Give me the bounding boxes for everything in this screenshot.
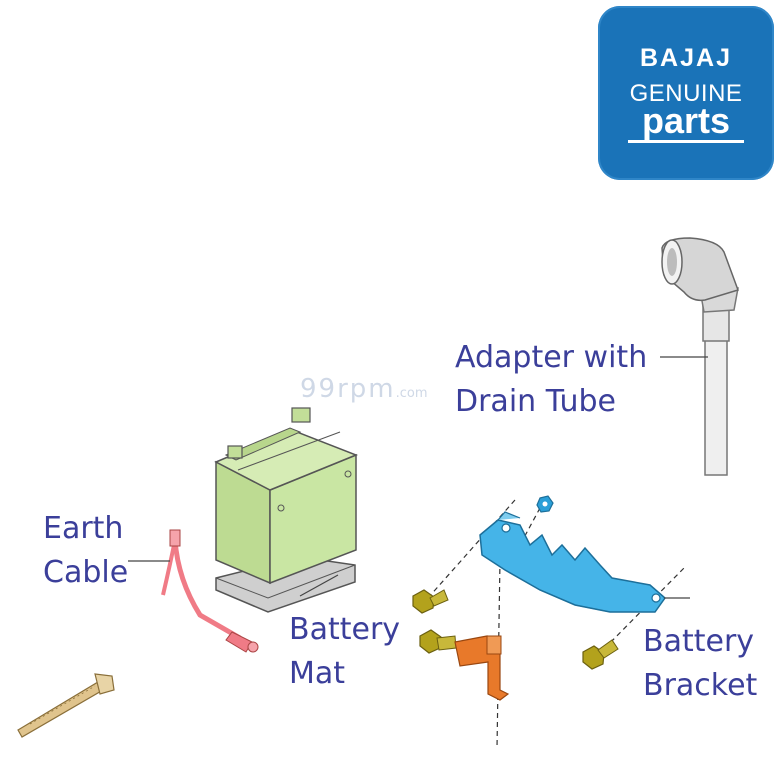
logo-parts-text: parts <box>641 100 731 141</box>
nut <box>536 495 554 513</box>
cable-tie <box>17 673 115 738</box>
label-battery-mat: Battery Mat <box>289 608 400 696</box>
label-adapter-drain-tube: Adapter with Drain Tube <box>455 336 647 424</box>
label-mat-line1: Battery <box>289 612 401 647</box>
logo-underline <box>628 140 744 143</box>
label-earth-cable: Earth Cable <box>43 507 128 595</box>
label-bracket-line2: Bracket <box>643 668 758 703</box>
logo-genuine-text: GENUINE <box>629 80 743 107</box>
label-mat-line2: Mat <box>289 656 346 691</box>
label-adapter-line2: Drain Tube <box>455 384 616 419</box>
battery-mat-leader-line <box>299 574 339 597</box>
bolt-right <box>582 639 619 670</box>
label-earth-line2: Cable <box>43 555 129 590</box>
bolt-left-upper <box>412 589 449 614</box>
label-bracket-line1: Battery <box>643 624 755 659</box>
bajaj-genuine-parts-logo: BAJAJ GENUINE parts <box>598 6 774 180</box>
battery <box>214 407 359 585</box>
label-earth-line1: Earth <box>43 511 124 546</box>
adapter-drain-tube <box>661 237 739 476</box>
watermark-main: 99rpm <box>300 374 396 404</box>
earth-cable <box>161 529 259 653</box>
bolt-left-lower <box>419 629 457 654</box>
label-battery-bracket: Battery Bracket <box>643 620 757 708</box>
watermark-suffix: .com <box>395 386 428 401</box>
watermark: 99rpm.com <box>300 374 428 404</box>
battery-bracket <box>479 511 667 613</box>
label-adapter-line1: Adapter with <box>455 340 648 375</box>
orange-clamp <box>454 635 510 701</box>
logo-brand-text: BAJAJ <box>640 44 732 72</box>
